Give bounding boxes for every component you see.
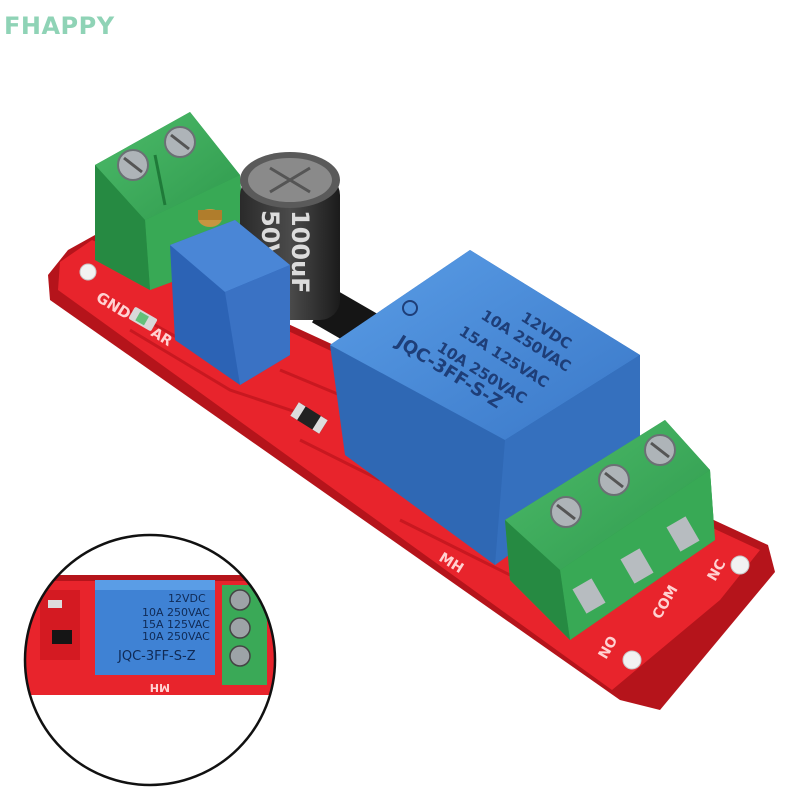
led-icon <box>128 307 158 331</box>
capacitor-capacitance: 100uF <box>286 210 314 294</box>
smd-resistor-icon <box>290 402 328 434</box>
inset-relay-line-3: 15A 125VAC <box>142 618 210 631</box>
inset-relay-line-1: 12VDC <box>168 592 206 605</box>
inset-relay-line-4: 10A 250VAC <box>142 630 210 643</box>
inset-relay-line-5: JQC-3FF-S-Z <box>117 649 196 664</box>
watermark-text: FHAPPY <box>4 12 115 40</box>
inset-mh-label: MH <box>150 681 170 694</box>
potentiometer-icon <box>170 209 290 385</box>
inset-detail-view: 12VDC 10A 250VAC 15A 125VAC 10A 250VAC J… <box>23 533 277 787</box>
terminal-block-3pin-icon <box>505 420 715 640</box>
inset-relay-line-2: 10A 250VAC <box>142 606 210 619</box>
